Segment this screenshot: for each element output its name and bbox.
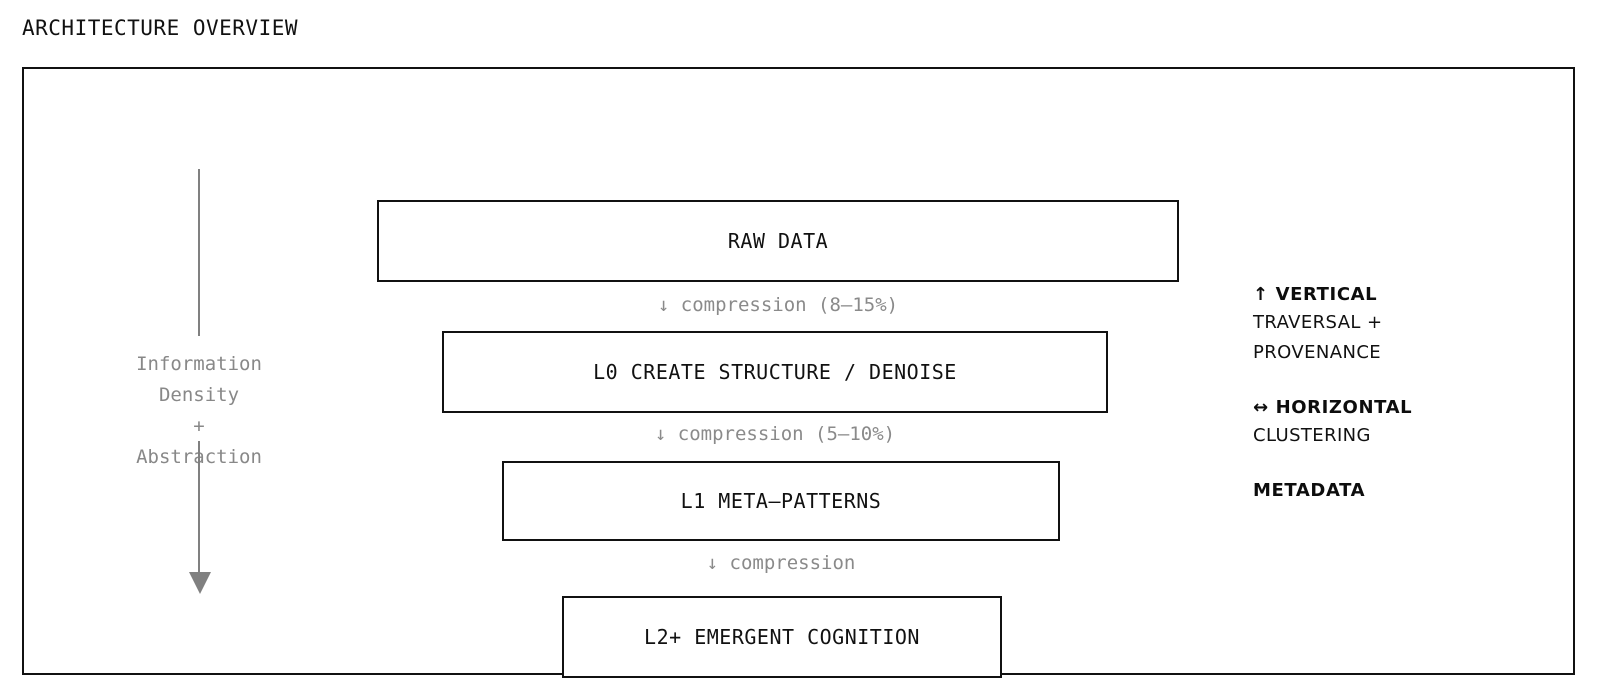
legend: ↑ VERTICAL TRAVERSAL + PROVENANCE ↔ HORI… — [1253, 282, 1553, 531]
legend-heading-vertical: ↑ VERTICAL — [1253, 282, 1553, 308]
legend-body-horizontal: CLUSTERING — [1253, 425, 1371, 446]
legend-heading-metadata: METADATA — [1253, 480, 1366, 501]
diagram-frame: Information Density + Abstraction RAW DA… — [22, 67, 1575, 678]
down-arrow-icon — [189, 572, 211, 594]
left-right-arrow-icon: ↔ — [1253, 397, 1269, 418]
layer-box-l0-create-structure[interactable]: L0 CREATE STRUCTURE / DENOISE — [442, 331, 1108, 413]
legend-body-vertical: TRAVERSAL + PROVENANCE — [1253, 312, 1383, 363]
legend-heading-vertical-text: VERTICAL — [1275, 284, 1378, 305]
legend-group-metadata: METADATA — [1253, 478, 1553, 504]
layer-box-l1-meta-patterns[interactable]: L1 META–PATTERNS — [502, 461, 1060, 541]
layer-box-l2-emergent-cognition[interactable]: L2+ EMERGENT COGNITION — [562, 596, 1002, 678]
axis-line-upper — [198, 169, 200, 336]
page-title: ARCHITECTURE OVERVIEW — [22, 16, 299, 40]
compression-label-1: ↓ compression (8–15%) — [657, 294, 899, 316]
information-density-axis: Information Density + Abstraction — [94, 169, 309, 609]
axis-line-lower — [198, 441, 200, 575]
compression-label-3: ↓ compression — [706, 552, 856, 574]
legend-heading-horizontal-text: HORIZONTAL — [1275, 397, 1413, 418]
layer-box-raw-data[interactable]: RAW DATA — [377, 200, 1179, 282]
up-arrow-icon: ↑ — [1253, 284, 1269, 305]
compression-label-2: ↓ compression (5–10%) — [654, 423, 896, 445]
legend-group-horizontal: ↔ HORIZONTAL CLUSTERING — [1253, 395, 1553, 451]
legend-group-vertical: ↑ VERTICAL TRAVERSAL + PROVENANCE — [1253, 282, 1553, 368]
legend-heading-horizontal: ↔ HORIZONTAL — [1253, 395, 1553, 421]
